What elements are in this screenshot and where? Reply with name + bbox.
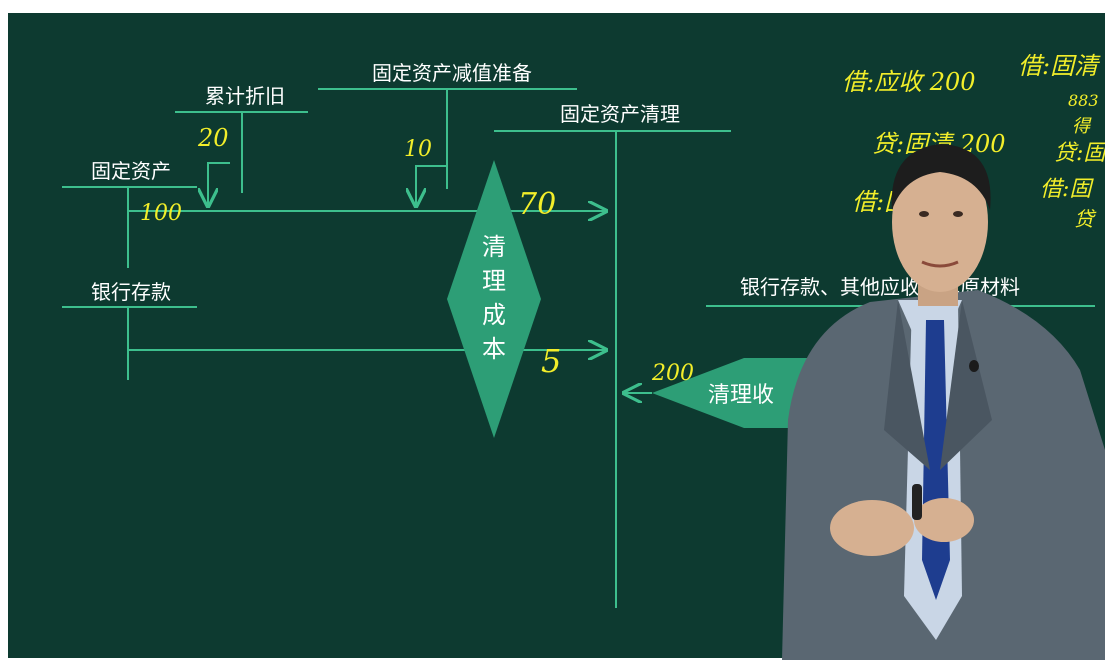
note-right-5: 借:固 xyxy=(1040,177,1094,202)
cost-char-3: 成 xyxy=(482,301,506,329)
net-cost-amount: 70 xyxy=(518,187,556,222)
cost-char-2: 理 xyxy=(482,267,506,295)
depreciation-amount: 20 xyxy=(197,124,229,152)
cost-char-1: 清 xyxy=(482,233,506,261)
disposal-account-label: 固定资产清理 xyxy=(560,102,680,126)
impairment-provision-label: 固定资产减值准备 xyxy=(372,61,532,85)
note-right-2: 883 xyxy=(1068,91,1099,110)
transfer-arrows xyxy=(128,162,652,393)
revenue-arrow-label: 清理收 xyxy=(708,383,774,408)
impairment-amount: 10 xyxy=(404,137,432,162)
cost-char-4: 本 xyxy=(482,335,506,363)
note-line-1: 借:应收 200 xyxy=(842,68,976,96)
remote-clicker xyxy=(912,484,922,520)
presenter-hair xyxy=(891,144,991,210)
fixed-asset-amount: 100 xyxy=(140,201,182,226)
lapel-microphone xyxy=(969,360,979,372)
note-right-4: 贷:固 xyxy=(1054,141,1105,166)
fixed-asset-label: 固定资产 xyxy=(91,159,171,183)
note-right-1: 借:固清 xyxy=(1018,52,1101,80)
presenter xyxy=(782,144,1105,660)
revenue-amount: 200 xyxy=(651,361,694,386)
disposal-cost-diamond xyxy=(447,160,541,438)
note-right-6: 贷 xyxy=(1074,207,1097,231)
presenter-face xyxy=(892,152,988,292)
note-right-3: 得 xyxy=(1072,116,1092,137)
disposal-revenue-arrow xyxy=(652,358,820,428)
accumulated-depreciation-label: 累计折旧 xyxy=(205,84,285,108)
presenter-hand xyxy=(830,500,914,556)
bank-deposit-label: 银行存款 xyxy=(91,280,171,304)
bank-cost-amount: 5 xyxy=(541,342,561,380)
